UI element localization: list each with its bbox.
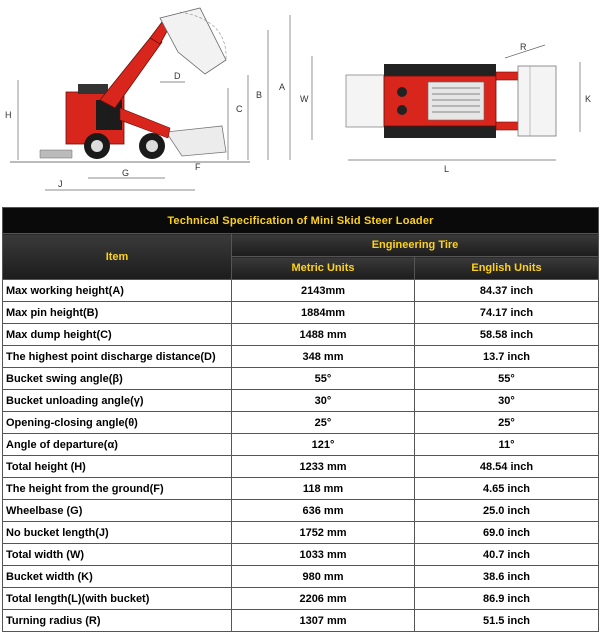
label-R: R: [520, 42, 527, 52]
english-value: 86.9 inch: [414, 587, 599, 610]
metric-value: 1488 mm: [231, 323, 415, 346]
label-A: A: [279, 82, 285, 92]
metric-value: 1233 mm: [231, 455, 415, 478]
group-header: Engineering Tire: [231, 233, 599, 257]
table-row: Angle of departure(α)121°11°: [2, 433, 599, 456]
metric-value: 118 mm: [231, 477, 415, 500]
item-header: Item: [2, 233, 232, 280]
english-value: 58.58 inch: [414, 323, 599, 346]
metric-value: 55°: [231, 367, 415, 390]
spec-name: Total length(L)(with bucket): [2, 587, 232, 610]
spec-name: Max dump height(C): [2, 323, 232, 346]
table-row: Bucket swing angle(β)55°55°: [2, 367, 599, 390]
english-value: 25°: [414, 411, 599, 434]
loader-drawing: H C B A D J G F: [5, 7, 591, 191]
spec-table: Technical Specification of Mini Skid Ste…: [2, 207, 599, 632]
label-B: B: [256, 90, 262, 100]
metric-header: Metric Units: [231, 256, 415, 280]
spec-name: The highest point discharge distance(D): [2, 345, 232, 368]
english-value: 51.5 inch: [414, 609, 599, 632]
spec-name: Max pin height(B): [2, 301, 232, 324]
metric-value: 2206 mm: [231, 587, 415, 610]
spec-name: Bucket unloading angle(γ): [2, 389, 232, 412]
metric-value: 25°: [231, 411, 415, 434]
technical-diagram: H C B A D J G F: [0, 0, 600, 205]
spec-name: The height from the ground(F): [2, 477, 232, 500]
title-row: Technical Specification of Mini Skid Ste…: [2, 207, 599, 234]
english-value: 38.6 inch: [414, 565, 599, 588]
label-H: H: [5, 110, 12, 120]
english-value: 84.37 inch: [414, 279, 599, 302]
spec-name: Turning radius (R): [2, 609, 232, 632]
spec-name: Bucket width (K): [2, 565, 232, 588]
label-W: W: [300, 94, 309, 104]
metric-value: 636 mm: [231, 499, 415, 522]
metric-value: 1884mm: [231, 301, 415, 324]
english-value: 55°: [414, 367, 599, 390]
metric-value: 30°: [231, 389, 415, 412]
spec-name: Wheelbase (G): [2, 499, 232, 522]
english-value: 13.7 inch: [414, 345, 599, 368]
label-C: C: [236, 104, 243, 114]
label-K: K: [585, 94, 591, 104]
spec-name: Bucket swing angle(β): [2, 367, 232, 390]
metric-value: 980 mm: [231, 565, 415, 588]
english-value: 30°: [414, 389, 599, 412]
english-value: 69.0 inch: [414, 521, 599, 544]
label-F: F: [195, 162, 201, 172]
side-view: H C B A D J G F: [5, 7, 291, 191]
label-J: J: [58, 179, 63, 189]
top-view: W K L R: [300, 42, 591, 174]
english-value: 25.0 inch: [414, 499, 599, 522]
table-row: Bucket unloading angle(γ)30°30°: [2, 389, 599, 412]
metric-value: 121°: [231, 433, 415, 456]
table-title: Technical Specification of Mini Skid Ste…: [2, 207, 599, 234]
table-row: Opening-closing angle(θ)25°25°: [2, 411, 599, 434]
english-value: 11°: [414, 433, 599, 456]
label-D: D: [174, 71, 181, 81]
english-value: 40.7 inch: [414, 543, 599, 566]
metric-value: 348 mm: [231, 345, 415, 368]
spec-name: Max working height(A): [2, 279, 232, 302]
metric-value: 1307 mm: [231, 609, 415, 632]
metric-value: 1752 mm: [231, 521, 415, 544]
spec-name: No bucket length(J): [2, 521, 232, 544]
spec-name: Total height (H): [2, 455, 232, 478]
label-L: L: [444, 164, 449, 174]
english-value: 48.54 inch: [414, 455, 599, 478]
header-row-1: Item Engineering Tire: [2, 233, 599, 280]
spec-name: Opening-closing angle(θ): [2, 411, 232, 434]
english-header: English Units: [414, 256, 599, 280]
spec-name: Total width (W): [2, 543, 232, 566]
spec-name: Angle of departure(α): [2, 433, 232, 456]
english-value: 74.17 inch: [414, 301, 599, 324]
label-G: G: [122, 168, 129, 178]
metric-value: 1033 mm: [231, 543, 415, 566]
english-value: 4.65 inch: [414, 477, 599, 500]
metric-value: 2143mm: [231, 279, 415, 302]
table-row: The highest point discharge distance(D)3…: [2, 345, 599, 368]
